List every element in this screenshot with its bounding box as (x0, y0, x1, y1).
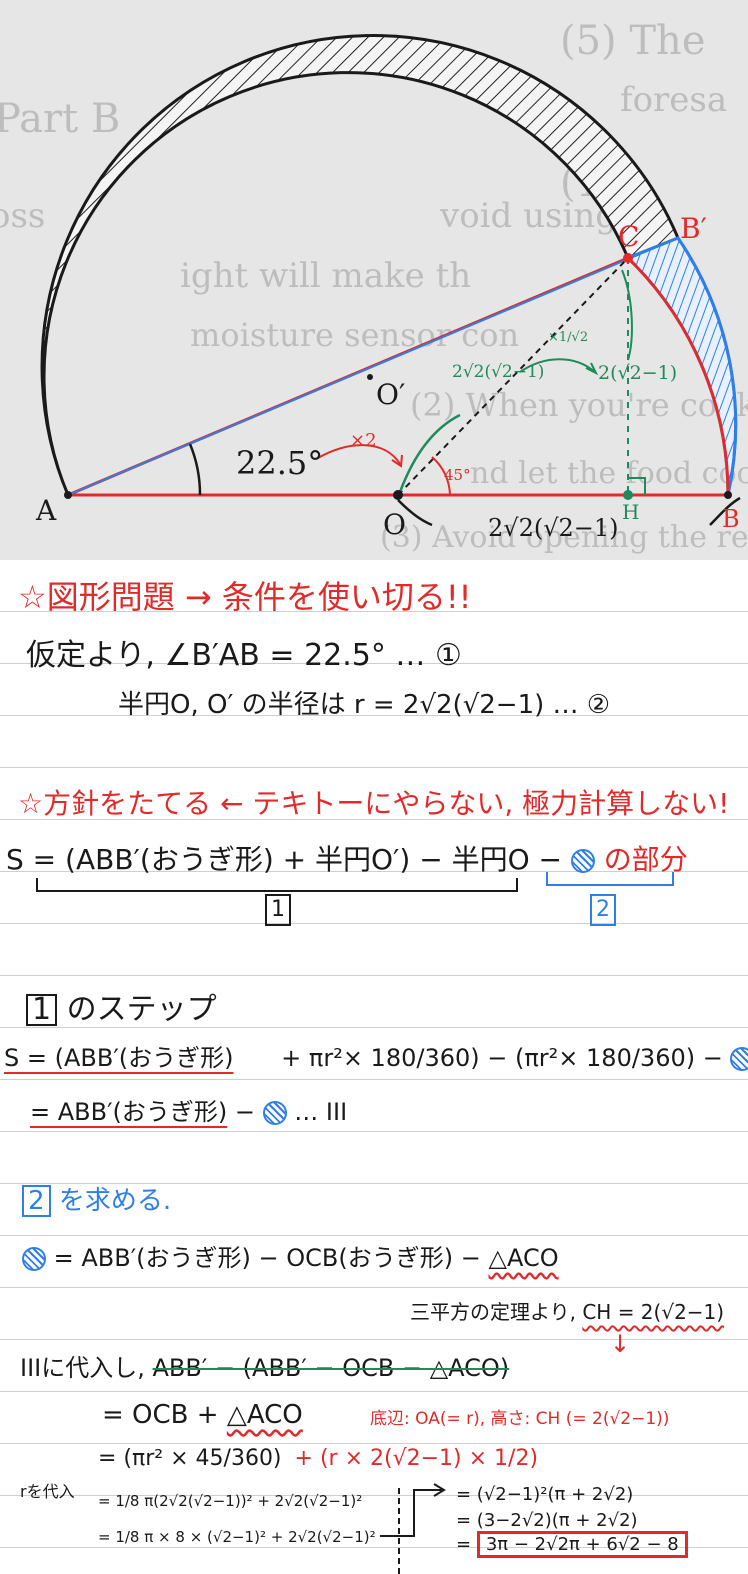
hatched-region-icon (262, 1101, 287, 1125)
tick-b (709, 496, 741, 526)
label-point-c: C (618, 220, 640, 253)
step-1-line-1: S = (ABB′(おうぎ形) + πr²× 180/360) − (πr²× … (4, 1038, 748, 1073)
sector-abb-label: S = (ABB′(おうぎ形) (4, 1044, 234, 1072)
background-print-text: moisture sensor con (190, 316, 520, 354)
base-height-note: 底辺: OA(= r), 高さ: CH (= 2(√2−1)) (370, 1409, 670, 1429)
ch-length-label: 2(√2−1) (598, 362, 678, 384)
segment-oc (397, 257, 629, 496)
formula-s-line: S = (ABB′(おうぎ形) + 半円O′) − 半円O − の部分 (6, 838, 688, 878)
triangle-aco: △ACO (226, 1400, 303, 1430)
calc-line-2: = 1/8 π(2√2(√2−1))² + 2√2(√2−1)² (98, 1492, 363, 1510)
point-h-dot (623, 490, 633, 500)
arc-bprime-b (676, 237, 738, 496)
right-calc-line-1: = (√2−1)²(π + 2√2) (456, 1484, 634, 1505)
r-substitution-label: rを代入 (20, 1482, 75, 1501)
equation-ref-iii: … III (294, 1098, 348, 1126)
tick-o (397, 499, 433, 527)
calc-line-3: = 1/8 π × 8 × (√2−1)² + 2√2(√2−1)² (98, 1528, 376, 1546)
background-print-text: foresa (620, 80, 728, 120)
geometry-diagram (40, 34, 741, 527)
right-angle-mark (628, 477, 646, 495)
bracket-part-1 (36, 878, 518, 892)
angle-arc-o (431, 456, 451, 496)
right-calc-line-2: = (3−2√2)(π + 2√2) (456, 1510, 638, 1531)
background-print-text: (5) The (560, 18, 706, 64)
scale-arrow (519, 358, 596, 373)
segment-abprime (67, 237, 679, 496)
ob-length-label: 2√2(√2−1) (488, 514, 619, 542)
angle-label-45: 45° (444, 466, 471, 484)
figure-photo: (5) The foresa Part B (1) void using dr … (0, 0, 748, 560)
step-1-line-2: = ABB′(おうぎ形) − … III (30, 1098, 348, 1126)
hatched-region-icon (22, 1247, 46, 1271)
calc-line-1: = (πr² × 45/360) + (r × 2(√2−1) × 1/2) (98, 1446, 539, 1471)
label-point-b: B (722, 505, 740, 533)
background-print-text: oss (0, 196, 46, 236)
connector-arrow (380, 1483, 446, 1537)
point-b-dot (724, 491, 732, 499)
angle-arc-a (188, 443, 202, 496)
background-print-text: (3) Avoid opening the refriger (380, 520, 748, 555)
bracket-part-2 (546, 872, 674, 886)
theorem-note-line: 三平方の定理より, CH = 2(√2−1) (410, 1300, 725, 1324)
ch-result: CH = 2(√2−1) (582, 1300, 725, 1324)
scale-factor-label: ×1/√2 (548, 330, 589, 345)
handwritten-notes: ☆図形問題 → 条件を使い切る!! 仮定より, ∠B′AB = 22.5° … … (0, 560, 748, 1574)
times-two-label: ×2 (350, 430, 377, 451)
background-print-text: Part B (0, 96, 121, 142)
label-point-bprime: B′ (680, 212, 707, 245)
formula-s-text: S = (ABB′(おうぎ形) + 半円O′) − 半円O − (6, 843, 562, 876)
hatched-region-icon (730, 1047, 748, 1071)
substitution-line-2: = OCB + △ACO (102, 1400, 303, 1430)
point-oprime-dot (367, 374, 373, 380)
hatched-region-icon (570, 849, 595, 873)
background-print-text: nd let the food cook in the (470, 456, 748, 491)
label-point-o: O (383, 508, 406, 541)
assumption-line: 仮定より, ∠B′AB = 22.5° … ① (26, 638, 462, 673)
compass-arc-c (621, 269, 633, 361)
label-point-oprime: O′ (376, 378, 406, 411)
point-o-dot (393, 490, 403, 500)
part-1-label: 1 (265, 894, 291, 926)
column-divider (398, 1488, 400, 1574)
part-2-label: 2 (590, 894, 616, 926)
step-2-line-1: = ABB′(おうぎ形) − OCB(おうぎ形) − △ACO (22, 1238, 559, 1273)
point-c-dot (623, 253, 633, 263)
sector-abb-label: = ABB′(おうぎ形) (30, 1098, 228, 1126)
down-arrow: ↓ (610, 1330, 631, 1358)
triangle-aco: △ACO (488, 1244, 559, 1272)
oc-length-label: 2√2(√2−1) (452, 362, 545, 382)
substitution-line-1: IIIに代入し, ABB′ − (ABB′ − OCB − △ACO) (20, 1354, 510, 1382)
label-point-h: H (622, 500, 640, 524)
times-two-arrow (317, 444, 401, 465)
formula-s-part-label: の部分 (603, 843, 688, 876)
red-radius-arc (626, 256, 730, 496)
step-2-title: 2 を求める. (22, 1180, 171, 1217)
label-point-a: A (36, 494, 57, 527)
radius-line: 半円O, O′ の半径は r = 2√2(√2−1) … ② (118, 690, 611, 720)
final-answer: 3π − 2√2π + 6√2 − 8 (476, 1531, 688, 1558)
point-a-dot (64, 491, 72, 499)
semicircle-terms: + πr²× 180/360) − (πr²× 180/360) − (281, 1044, 723, 1072)
background-print-text: (2) When you're cooking, the (410, 386, 748, 424)
hatched-crescent-region (40, 34, 680, 496)
background-print-text: ight will make th (180, 256, 472, 296)
step-1-title: 1 のステップ (26, 984, 217, 1028)
heading-strategy-1: ☆図形問題 → 条件を使い切る!! (18, 578, 472, 616)
compass-arc-green (398, 413, 461, 493)
heading-strategy-2: ☆方針をたてる ← テキトーにやらない, 極力計算しない! (18, 787, 730, 820)
right-calc-line-3: = 3π − 2√2π + 6√2 − 8 (456, 1531, 688, 1558)
angle-label-22-5: 22.5° (236, 444, 324, 482)
